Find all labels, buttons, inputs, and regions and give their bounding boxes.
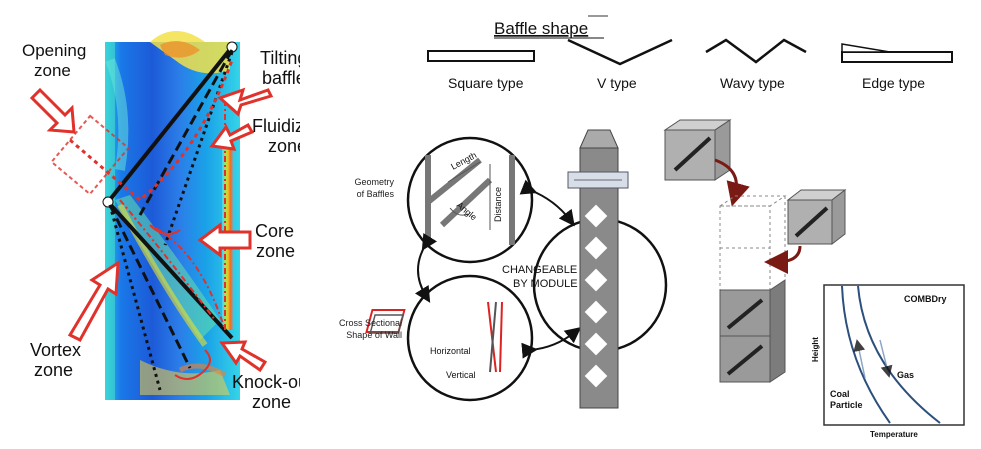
vertical-label: Vertical	[446, 370, 476, 380]
vortex-zone-arrow	[67, 260, 120, 342]
module-diagram-figure: Length Angle Distance Geometry of Baffle…	[339, 119, 965, 439]
particle-label: Particle	[830, 400, 863, 410]
coal-particle-curve	[841, 285, 891, 424]
core-zone-arrow	[197, 222, 252, 258]
vortex-zone-label-2: zone	[34, 360, 73, 380]
baffle-shapes-figure: Baffle shape Square type V type Wavy typ…	[427, 15, 953, 91]
cfd-contour-figure: Opening zone Tilting baffle Fluidized zo…	[22, 31, 324, 412]
tilting-baffle-label-1: Tilting	[260, 48, 300, 68]
gas-curve	[857, 285, 941, 424]
fluidized-zone-label-1: Fluidized	[252, 116, 300, 136]
wavy-baffle-shape	[705, 38, 807, 64]
wall-label-2: Shape of Wall	[346, 330, 402, 340]
opening-zone-label-1: Opening	[22, 41, 86, 60]
core-zone-label-2: zone	[256, 241, 295, 261]
upper-baffle	[106, 45, 234, 204]
edge-baffle-shape	[841, 51, 953, 63]
changeable-label-1: CHANGEABLE	[502, 264, 577, 276]
geometry-of-baffles-circle: Length Angle Distance	[406, 136, 534, 264]
baffle-module-right	[786, 188, 847, 246]
lower-baffle	[106, 200, 234, 340]
geometry-label-2: of Baffles	[357, 189, 395, 199]
chart-frame	[823, 284, 965, 426]
wavy-type-label: Wavy type	[720, 75, 785, 91]
square-type-label: Square type	[448, 75, 524, 91]
changeable-label-2: BY MODULE	[513, 278, 578, 290]
combdry-chart: COMBDry Gas Coal Particle Height Tempera…	[811, 284, 965, 439]
baffle-shapes-panel: Baffle shape Square type V type Wavy typ…	[410, 0, 981, 110]
knockout-zone-arrow	[219, 340, 268, 373]
opening-zone-label-2: zone	[34, 61, 71, 80]
distance-label: Distance	[493, 187, 503, 222]
opening-zone-arrow	[29, 87, 76, 134]
fluidized-zone-arrow	[209, 122, 255, 151]
square-baffle-shape	[427, 50, 535, 62]
cross-sectional-wall-circle: Horizontal Vertical	[365, 274, 534, 402]
y-axis-label: Height	[811, 337, 820, 362]
tilting-baffle-label-2: baffle	[262, 68, 300, 88]
lower-pivot	[102, 196, 114, 208]
coal-label: Coal	[830, 389, 850, 399]
gas-label: Gas	[897, 370, 914, 380]
knockout-zone-label-1: Knock-out	[232, 372, 300, 392]
module-diagram-panel: Length Angle Distance Geometry of Baffle…	[330, 110, 981, 444]
knockout-zone-label-2: zone	[252, 392, 291, 412]
geometry-label-1: Geometry	[354, 177, 394, 187]
baffle-shape-title: Baffle shape	[494, 19, 588, 38]
baffle-module-top	[663, 119, 732, 181]
v-baffle-shape	[567, 38, 673, 66]
v-type-label: V type	[597, 75, 637, 91]
chart-title: COMBDry	[904, 294, 947, 304]
x-axis-label: Temperature	[870, 430, 918, 439]
reactor-column	[567, 129, 629, 409]
edge-type-label: Edge type	[862, 75, 925, 91]
core-zone-label-1: Core	[255, 221, 294, 241]
horizontal-label: Horizontal	[430, 346, 471, 356]
stacked-module-column	[718, 195, 787, 383]
vortex-zone-label-1: Vortex	[30, 340, 81, 360]
wall-label-1: Cross Sectional	[339, 318, 402, 328]
cfd-contour-panel: Opening zone Tilting baffle Fluidized zo…	[0, 0, 324, 444]
tilting-baffle-arrow	[217, 87, 274, 117]
fluidized-zone-label-2: zone	[268, 136, 300, 156]
